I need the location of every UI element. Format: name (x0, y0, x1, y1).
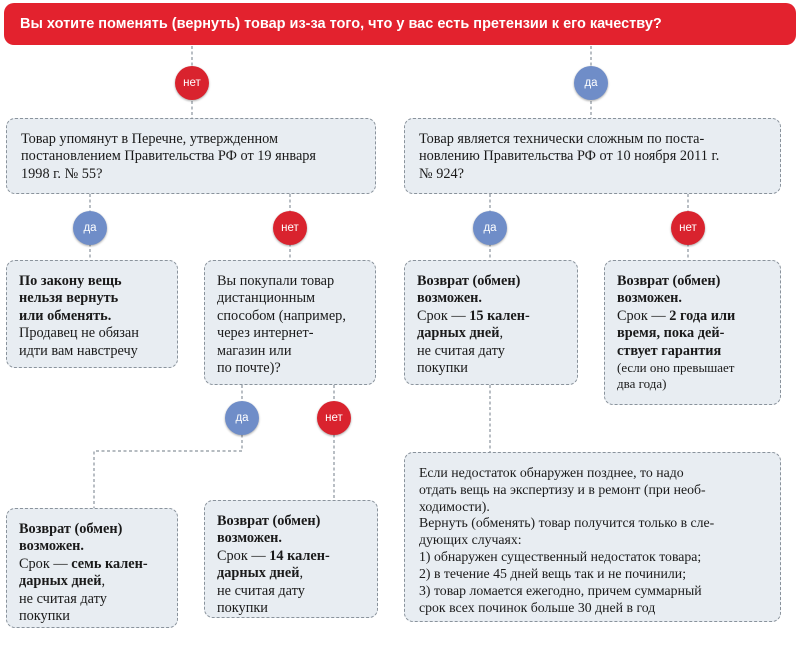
text-line: , (499, 325, 504, 342)
no-circle-remote: нет (317, 401, 351, 435)
no-circle-list: нет (273, 211, 307, 245)
no-label: нет (281, 222, 299, 234)
return-warranty-box: Возврат (обмен) возможен. Срок — 2 года … (604, 260, 781, 405)
text-line: постановлением Правительства РФ от 19 ян… (21, 148, 317, 165)
term-value: дарных дней (217, 565, 300, 582)
yes-circle-main: да (574, 66, 608, 100)
yes-label: да (235, 412, 249, 424)
text-line: Возврат (обмен) (417, 273, 521, 289)
text-line: По закону вещь (19, 273, 122, 289)
text-line: , (299, 565, 304, 582)
text-line: Возврат (обмен) (217, 513, 321, 529)
yes-label: да (584, 77, 598, 89)
text-line: Возврат (обмен) (617, 273, 721, 289)
text-line: Срок — (19, 555, 72, 572)
text-line: идти вам навстречу (19, 342, 138, 359)
text-line: ходимости). (419, 498, 490, 514)
text-line: два года) (617, 376, 667, 392)
text-line: Срок — (217, 547, 270, 564)
text-line: покупки (417, 360, 468, 377)
text-line: способом (например, (217, 307, 346, 324)
no-label: нет (679, 222, 697, 234)
text-line: новлению Правительства РФ от 10 ноября 2… (419, 148, 720, 165)
text-line: Продавец не обязан (19, 325, 139, 342)
no-circle-complex: нет (671, 211, 705, 245)
text-line: отдать вещь на экспертизу и в ремонт (пр… (419, 481, 706, 497)
no-label: нет (183, 77, 201, 89)
text-line: Вы покупали товар (217, 273, 335, 289)
text-line: Срок — (417, 307, 470, 324)
yes-circle-remote: да (225, 401, 259, 435)
list-item: 3) товар ломается ежегодно, причем сумма… (419, 582, 702, 598)
text-line: Возврат (обмен) (19, 521, 123, 537)
yes-circle-list: да (73, 211, 107, 245)
yes-circle-complex: да (473, 211, 507, 245)
term-value: семь кален- (71, 555, 148, 572)
text-line: , (101, 573, 106, 590)
cannot-return-box: По закону вещь нельзя вернуть или обменя… (6, 260, 178, 368)
question-complex-box: Товар является технически сложным по пос… (404, 118, 781, 194)
text-line: покупки (217, 600, 268, 617)
term-value: ствует гарантия (617, 342, 722, 359)
term-value: дарных дней (417, 325, 500, 342)
connector-remote-yes (93, 385, 243, 508)
text-line: Товар является технически сложным по пос… (419, 131, 705, 147)
text-line: возможен. (617, 290, 682, 307)
text-line: 1998 г. № 55? (21, 165, 103, 182)
text-line: нельзя вернуть (19, 290, 119, 307)
list-item: 1) обнаружен существенный недостаток тов… (419, 549, 702, 565)
later-defect-box: Если недостаток обнаружен позднее, то на… (404, 452, 781, 622)
text-line: Вернуть (обменять) товар получится тольк… (419, 515, 715, 531)
text-line: Срок — (617, 307, 670, 324)
term-value: 2 года или (669, 307, 736, 324)
list-item: 2) в течение 45 дней вещь так и не почин… (419, 565, 687, 581)
term-value: дарных дней (19, 573, 102, 590)
term-value: 14 кален- (269, 547, 330, 564)
question-remote-box: Вы покупали товар дистанционным способом… (204, 260, 376, 385)
text-line: по почте)? (217, 360, 281, 377)
text-line: возможен. (417, 290, 482, 307)
list-item: срок всех починок больше 30 дней в год (419, 599, 656, 615)
no-label: нет (325, 412, 343, 424)
text-line: дующих случаях: (419, 532, 522, 548)
text-line: возможен. (19, 538, 84, 555)
text-line: возможен. (217, 530, 282, 547)
text-line: (если оно превышает (617, 360, 735, 376)
term-value: 15 кален- (469, 307, 530, 324)
text-line: не считая дату (417, 342, 505, 359)
main-question-text: Вы хотите поменять (вернуть) товар из-за… (20, 16, 662, 32)
text-line: Товар упомянут в Перечне, утвержденном (21, 131, 279, 147)
return-7-days-box: Возврат (обмен) возможен. Срок — семь ка… (6, 508, 178, 628)
return-14-days-box: Возврат (обмен) возможен. Срок — 14 кале… (204, 500, 378, 618)
no-circle-main: нет (175, 66, 209, 100)
text-line: не считая дату (19, 590, 107, 607)
question-list-box: Товар упомянут в Перечне, утвержденном п… (6, 118, 376, 194)
text-line: № 924? (419, 165, 465, 182)
main-question-banner: Вы хотите поменять (вернуть) товар из-за… (4, 3, 796, 45)
return-15-days-box: Возврат (обмен) возможен. Срок — 15 кале… (404, 260, 578, 385)
text-line: Если недостаток обнаружен позднее, то на… (419, 465, 684, 480)
text-line: дистанционным (217, 290, 316, 307)
term-value: время, пока дей- (617, 325, 725, 342)
text-line: магазин или (217, 342, 292, 359)
yes-label: да (83, 222, 97, 234)
yes-label: да (483, 222, 497, 234)
text-line: покупки (19, 608, 70, 625)
text-line: не считая дату (217, 582, 305, 599)
text-line: через интернет- (217, 325, 314, 342)
text-line: или обменять. (19, 307, 112, 324)
